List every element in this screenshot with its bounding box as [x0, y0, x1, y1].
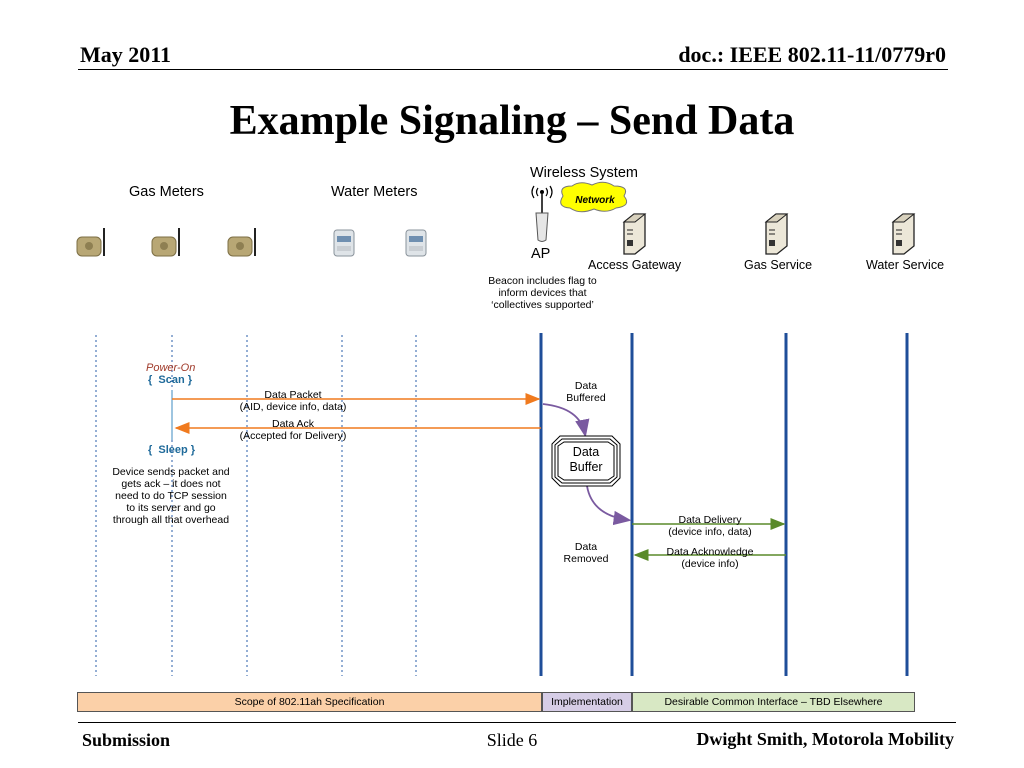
band-common-interface: Desirable Common Interface – TBD Elsewhe…: [632, 692, 915, 712]
state-scan: { Scan }: [148, 374, 193, 386]
message-data-acknowledge: Data Acknowledge (device info): [666, 546, 754, 570]
band-spec-scope: Scope of 802.11ah Specification: [77, 692, 542, 712]
label-water-meters: Water Meters: [331, 184, 418, 200]
label-access-gateway: Access Gateway: [588, 258, 682, 272]
buffer-out-arrow: [586, 485, 632, 526]
server-icon: [622, 213, 647, 255]
note-data-buffered: Data Buffered: [566, 380, 606, 404]
label-water-service: Water Service: [866, 258, 945, 272]
message-data-ack: Data Ack (Accepted for Delivery): [239, 418, 347, 442]
server-icon: [764, 213, 789, 255]
band-implementation: Implementation: [542, 692, 632, 712]
label-gas-meters: Gas Meters: [129, 184, 204, 200]
water-meter-icon: [405, 229, 427, 257]
state-sleep: { Sleep }: [148, 444, 196, 456]
gas-meter-icon: [227, 228, 256, 257]
gas-meter-icon: [151, 228, 180, 257]
message-data-packet: Data Packet (AID, device info, data): [239, 389, 347, 413]
header-rule: [78, 69, 948, 70]
footer-author: Dwight Smith, Motorola Mobility: [696, 729, 954, 749]
state-power-on: Power-On: [146, 362, 196, 374]
network-cloud-icon: [560, 181, 628, 213]
water-meter-icon: [333, 229, 355, 257]
footer-slide-number: Slide 6: [486, 730, 538, 750]
footer-submission: Submission: [82, 730, 171, 750]
header-doc-id: doc.: IEEE 802.11-11/0779r0: [678, 42, 946, 67]
label-ap: AP: [531, 246, 551, 262]
buffer-in-arrow: [542, 403, 590, 438]
slide-title: Example Signaling – Send Data: [229, 98, 795, 144]
message-data-delivery: Data Delivery (device info, data): [668, 514, 752, 538]
label-network: Network: [575, 195, 615, 206]
ap-antenna-icon: [531, 185, 553, 242]
server-icon: [891, 213, 916, 255]
note-data-removed: Data Removed: [563, 541, 609, 565]
data-buffer-box: [551, 435, 621, 487]
label-wireless-system: Wireless System: [530, 165, 638, 181]
header-date: May 2011: [80, 42, 172, 67]
device-note: Device sends packet and gets ack – it do…: [112, 466, 230, 526]
beacon-note: Beacon includes flag to inform devices t…: [488, 275, 597, 311]
system-lifelines: [539, 333, 909, 676]
label-data-buffer: Data Buffer: [569, 445, 603, 474]
gas-meter-icon: [76, 228, 105, 257]
label-gas-service: Gas Service: [744, 258, 813, 272]
footer-rule: [78, 722, 956, 723]
